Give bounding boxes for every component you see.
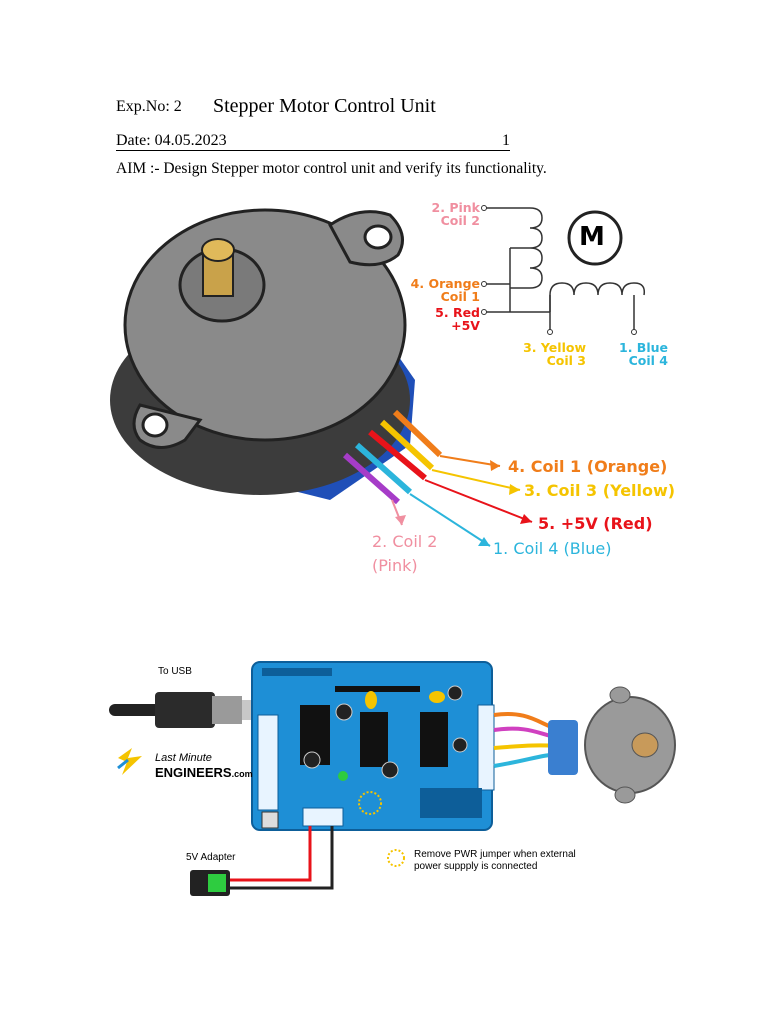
brand-suffix: .com (231, 769, 253, 779)
yellow-label-2: Coil 3 (546, 353, 586, 368)
adapter-label: 5V Adapter (186, 852, 236, 863)
date-line: Date: 04.05.2023 1 (116, 132, 510, 151)
red-label-1: 5. Red (435, 305, 480, 320)
to-usb-label: To USB (158, 666, 192, 677)
blue-label: 1. Blue Coil 4 (608, 341, 668, 367)
yellow-label: 3. Yellow Coil 3 (518, 341, 586, 367)
usb-cable-icon (155, 692, 215, 728)
jumper-note-2: power suppply is connected (414, 861, 538, 872)
page-title: Stepper Motor Control Unit (213, 95, 436, 117)
brand-line2: ENGINEERS.com (155, 765, 253, 780)
brand-name: ENGINEERS (155, 765, 232, 780)
coil-schematic (481, 205, 646, 335)
red-label-2: +5V (451, 318, 480, 333)
orange-label-1: 4. Orange (410, 276, 480, 291)
pink-label-1: 2. Pink (431, 200, 480, 215)
orange-label: 4. Orange Coil 1 (400, 277, 480, 303)
jumper-note: Remove PWR jumper when external power su… (414, 849, 576, 873)
aim-text: AIM :- Design Stepper motor control unit… (116, 160, 547, 177)
red-label: 5. Red +5V (420, 306, 480, 332)
exp-number: Exp.No: 2 (116, 98, 182, 115)
stepper-motor-photo (110, 208, 533, 547)
wire-label-orange: 4. Coil 1 (Orange) (508, 457, 668, 476)
page-number: 1 (502, 132, 510, 149)
jumper-note-1: Remove PWR jumper when external (414, 849, 576, 860)
motor-symbol-icon (567, 210, 623, 266)
wire-label-red: 5. +5V (Red) (538, 514, 653, 533)
wire-label-yellow: 3. Coil 3 (Yellow) (524, 481, 676, 500)
yellow-label-1: 3. Yellow (523, 340, 586, 355)
blue-label-2: Coil 4 (628, 353, 668, 368)
wire-label-blue: 1. Coil 4 (Blue) (493, 539, 612, 558)
motor-symbol-label: M (579, 222, 605, 252)
wire-label-pink: 2. Coil 2 (Pink) (372, 530, 437, 578)
wire-label-pink-2: (Pink) (372, 556, 418, 575)
wire-label-pink-1: 2. Coil 2 (372, 532, 438, 551)
date: Date: 04.05.2023 (116, 132, 227, 149)
lightning-logo-icon (118, 748, 142, 775)
brand-line1: Last Minute (155, 752, 212, 764)
pink-label: 2. Pink Coil 2 (420, 201, 480, 227)
blue-label-1: 1. Blue (619, 340, 668, 355)
pink-label-2: Coil 2 (440, 213, 480, 228)
orange-label-2: Coil 1 (440, 289, 480, 304)
